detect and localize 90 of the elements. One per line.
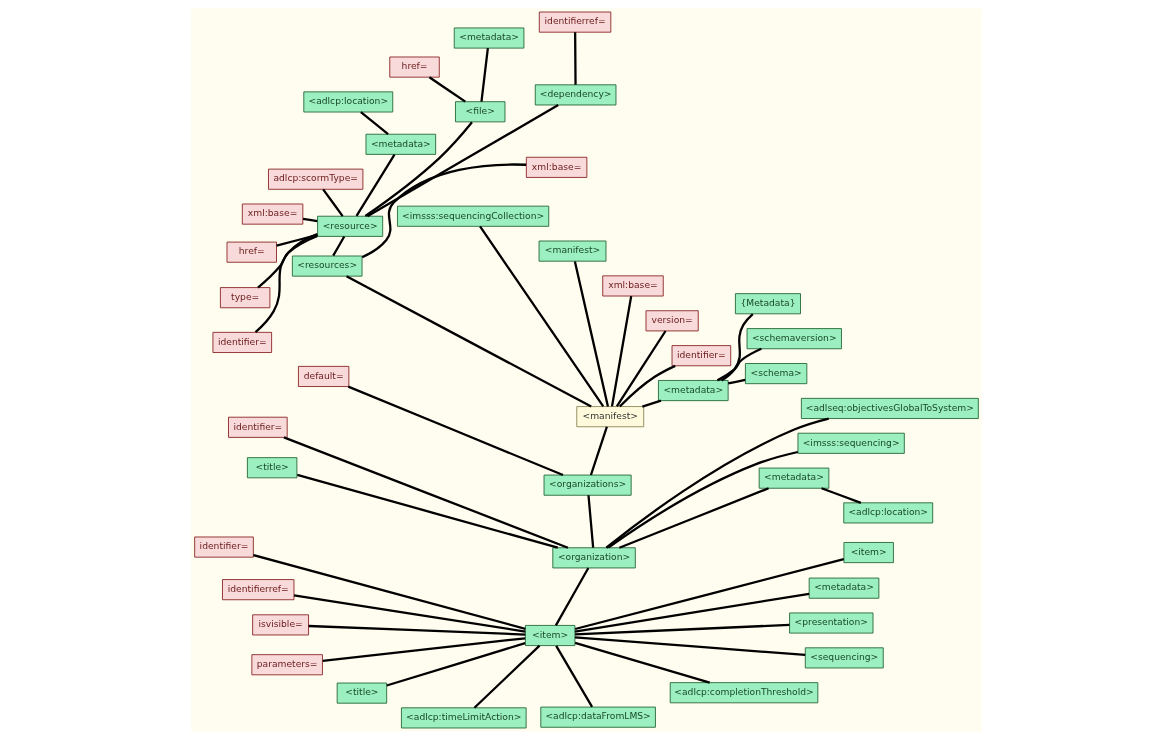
connector (283, 436, 568, 549)
connector (254, 232, 318, 334)
connector (479, 48, 489, 102)
connector (554, 567, 589, 626)
node-box: <schema> (744, 363, 807, 385)
connector (727, 378, 745, 385)
node-box: href= (388, 56, 440, 78)
node-box: type= (219, 287, 270, 309)
connector (347, 385, 563, 477)
node-box: identifier= (671, 345, 731, 367)
connector (720, 313, 754, 382)
connector (302, 217, 317, 223)
node-box: xml:base= (241, 203, 303, 225)
connector (641, 399, 661, 408)
connector (322, 637, 525, 662)
node-box: xml:base= (601, 275, 664, 297)
connector (293, 594, 525, 633)
node-box: <item> (842, 542, 894, 564)
connector (275, 233, 318, 247)
connector (607, 450, 798, 549)
node-box: identifier= (193, 536, 254, 558)
node-box: <file> (454, 101, 505, 123)
connector (574, 636, 805, 657)
node-box: <title> (336, 682, 387, 704)
node-box: <dependency> (534, 84, 616, 106)
node-box: {Metadata} (734, 293, 801, 315)
node-box: <imsss:sequencing> (797, 432, 905, 454)
node-box: <organizations> (543, 474, 632, 496)
node-box: <adlcp:dataFromLMS> (539, 706, 656, 728)
node-box: <adlcp:timeLimitAction> (400, 707, 527, 729)
connector (610, 295, 632, 407)
connector (308, 624, 525, 636)
node-box: adlcp:scormType= (267, 168, 363, 190)
connector (574, 557, 844, 631)
connector (345, 275, 592, 408)
node-box: <sequencing> (804, 647, 884, 669)
node-box: <adlcp:completionThreshold> (669, 682, 818, 704)
connector (478, 225, 604, 408)
connector (574, 623, 790, 636)
node-box: <imsss:sequencingCollection> (396, 205, 549, 227)
node-box: <adlcp:location> (842, 502, 933, 524)
connector (256, 234, 318, 289)
node-box: parameters= (250, 654, 323, 676)
node-box: <manifest> (538, 240, 606, 262)
node-box: <schemaversion> (746, 328, 842, 350)
connector (473, 644, 540, 709)
node-box: default= (297, 365, 349, 387)
node-box: <organization> (551, 547, 636, 569)
node-box: <adlseq:objectivesGlobalToSystem> (800, 397, 979, 419)
connector (296, 473, 558, 549)
node-box: <metadata> (365, 133, 436, 155)
connector (589, 426, 608, 476)
node-box: <adlcp:location> (302, 91, 393, 113)
connector (618, 364, 676, 408)
connector (385, 642, 525, 687)
node-box: <metadata> (808, 577, 879, 599)
connector (573, 261, 609, 407)
node-box: isvisible= (251, 614, 309, 636)
node-box: <title> (246, 457, 297, 479)
connector (618, 487, 769, 549)
connector (820, 487, 861, 504)
node-box: identifier= (211, 331, 272, 353)
node-box: identifierref= (221, 579, 294, 601)
connector (359, 111, 389, 135)
connector (574, 641, 710, 684)
node-box: <resources> (291, 255, 362, 277)
node-box: <presentation> (788, 612, 873, 634)
node-box: <item> (524, 624, 575, 647)
node-box: <metadata> (758, 467, 829, 489)
node-box: <manifest> (575, 406, 644, 428)
node-box: href= (226, 241, 277, 263)
node-box: <metadata> (657, 380, 729, 402)
connector (716, 347, 762, 382)
node-box: <resource> (316, 215, 383, 237)
node-box: xml:base= (525, 156, 587, 178)
connector (586, 495, 594, 548)
node-box: identifierref= (538, 11, 611, 33)
connector (573, 32, 577, 85)
connector (331, 235, 345, 257)
connector (428, 76, 466, 103)
connector (321, 188, 344, 217)
connector (252, 553, 526, 630)
connector (355, 154, 395, 217)
connector (615, 330, 666, 407)
connector (361, 163, 526, 259)
node-box: identifier= (227, 416, 288, 438)
connector (574, 592, 809, 633)
node-box: <metadata> (453, 27, 524, 49)
node-box: version= (645, 310, 699, 332)
connector (554, 645, 593, 708)
